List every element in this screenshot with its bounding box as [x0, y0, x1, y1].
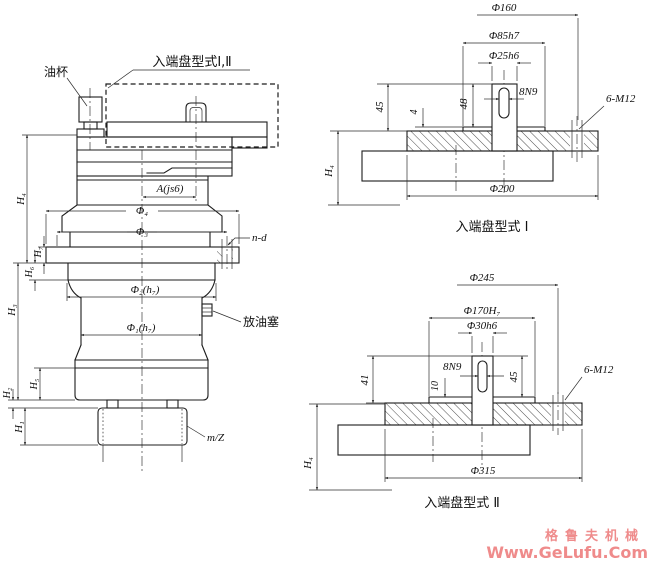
flange2-bolt-circle-label: Φ245	[470, 272, 495, 284]
dia2-dim	[66, 283, 217, 301]
dia4-label: Φ₄	[136, 205, 148, 217]
h1-label: H₁	[13, 421, 25, 434]
flange1-dim45-label: 45	[374, 101, 386, 113]
flange1-height-label: H₄	[323, 165, 335, 178]
flange2-dim10-label: 10	[430, 381, 441, 391]
dia4-dim	[45, 209, 240, 244]
h2-label: H₂	[2, 387, 13, 399]
gear-spec-label: m/Z	[207, 432, 225, 444]
bolt-holes-label: n-d	[252, 232, 267, 244]
bolt-note-leader	[227, 237, 250, 246]
housing-body	[61, 136, 233, 248]
flange1-dim48-label: 48	[458, 98, 470, 110]
oil-cup-label: 油杯	[44, 65, 68, 79]
flange2-dim45-label: 45	[508, 371, 520, 383]
flange1-shaft-label: Φ25h6	[489, 50, 520, 62]
h5-label: H₅	[29, 378, 40, 390]
flange1-section	[361, 83, 599, 182]
flange1-keyway-label: 8N9	[519, 86, 538, 98]
flange2-section	[337, 355, 583, 456]
watermark-brand: 格鲁夫机械	[545, 528, 645, 544]
flange1-dim4-label: 4	[409, 110, 420, 115]
flange1-outer-dia-label: Φ200	[490, 183, 515, 195]
flange2-dims	[309, 283, 583, 491]
flange-type1-view: Φ160 Φ85h7 Φ25h6 8N9 6-M12 45 48 4 Φ200 …	[323, 2, 636, 235]
input-plate-step	[231, 136, 268, 149]
flange2-spigot-label: Φ170H₇	[464, 305, 501, 317]
dia2-label: Φ₂(h₇)	[131, 284, 160, 296]
flange1-dims	[328, 13, 605, 206]
flange2-keyway-label: 8N9	[443, 361, 462, 373]
flange1-bolt-circle-label: Φ160	[492, 2, 517, 14]
h7-label: H₇	[33, 246, 44, 258]
note-leader	[107, 69, 134, 89]
watermark: 格鲁夫机械 Www.GeLufu.Com	[486, 528, 648, 562]
input-flange-note: 入端盘型式Ⅰ,Ⅱ	[152, 54, 231, 70]
drain-plug	[201, 303, 242, 323]
dia3-dim	[56, 230, 228, 246]
flange2-bolt-spec-label: 6-M12	[584, 364, 614, 376]
drain-plug-label: 放油塞	[243, 314, 279, 329]
oil-cup	[66, 77, 105, 138]
h4-label: H₄	[15, 193, 27, 206]
flange2-height-label: H₄	[302, 457, 314, 470]
flange-type2-view: Φ245 Φ170H₇ Φ30h6 8N9 6-M12 41 45 10 Φ31…	[302, 272, 614, 511]
center-distance-label: A(js6)	[156, 183, 184, 195]
output-gear	[97, 407, 206, 462]
flange2-outer-dia-label: Φ315	[471, 465, 496, 477]
flange2-dim41-label: 41	[359, 375, 371, 386]
input-plate	[106, 121, 268, 138]
flange1-spigot-label: Φ85h7	[489, 30, 520, 42]
flange2-shaft-label: Φ30h6	[467, 320, 498, 332]
flange2-caption: 入端盘型式 Ⅱ	[424, 495, 500, 511]
h3-label: H₃	[6, 304, 18, 317]
h6-label: H₆	[24, 266, 35, 278]
watermark-url: Www.GeLufu.Com	[486, 543, 648, 562]
dia1-label: Φ₁(h₇)	[127, 322, 156, 334]
input-flange-dashed-box	[105, 83, 279, 148]
dia3-label: Φ₃	[136, 226, 148, 238]
flange1-bolt-spec-label: 6-M12	[606, 93, 636, 105]
main-view: 油杯 入端盘型式Ⅰ,Ⅱ	[2, 54, 279, 472]
height-dims	[8, 134, 98, 446]
flange1-caption: 入端盘型式 Ⅰ	[456, 219, 529, 235]
mounting-flange	[45, 236, 240, 272]
grease-nipple	[185, 102, 207, 123]
